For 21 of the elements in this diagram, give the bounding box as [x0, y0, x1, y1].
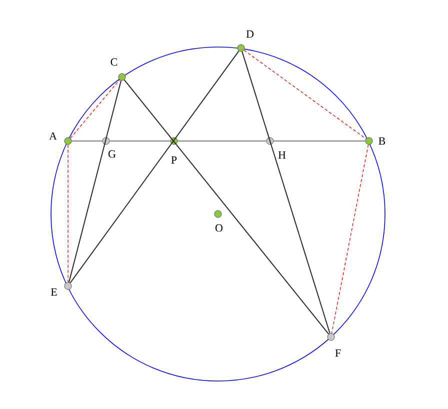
point-label: F: [335, 349, 341, 357]
point-label: B: [378, 137, 386, 145]
line-segment: [177, 140, 267, 142]
line-segment: [71, 140, 103, 142]
point-label: A: [49, 132, 57, 140]
point-label: O: [215, 224, 222, 232]
line-segment: [109, 140, 171, 142]
line-segment: [124, 79, 330, 335]
point-label: H: [278, 151, 286, 159]
line-segment: [273, 140, 366, 142]
line-segment: [242, 51, 330, 334]
point-label: E: [50, 288, 57, 296]
line-segment: [70, 50, 240, 284]
line-segment: [68, 80, 122, 283]
point-label: G: [108, 150, 116, 158]
point-label: P: [171, 156, 177, 164]
point-label: C: [110, 58, 118, 66]
point-label: D: [246, 30, 254, 38]
dashed-line: [70, 80, 120, 138]
dashed-line: [331, 144, 369, 334]
dashed-line: [244, 50, 366, 140]
